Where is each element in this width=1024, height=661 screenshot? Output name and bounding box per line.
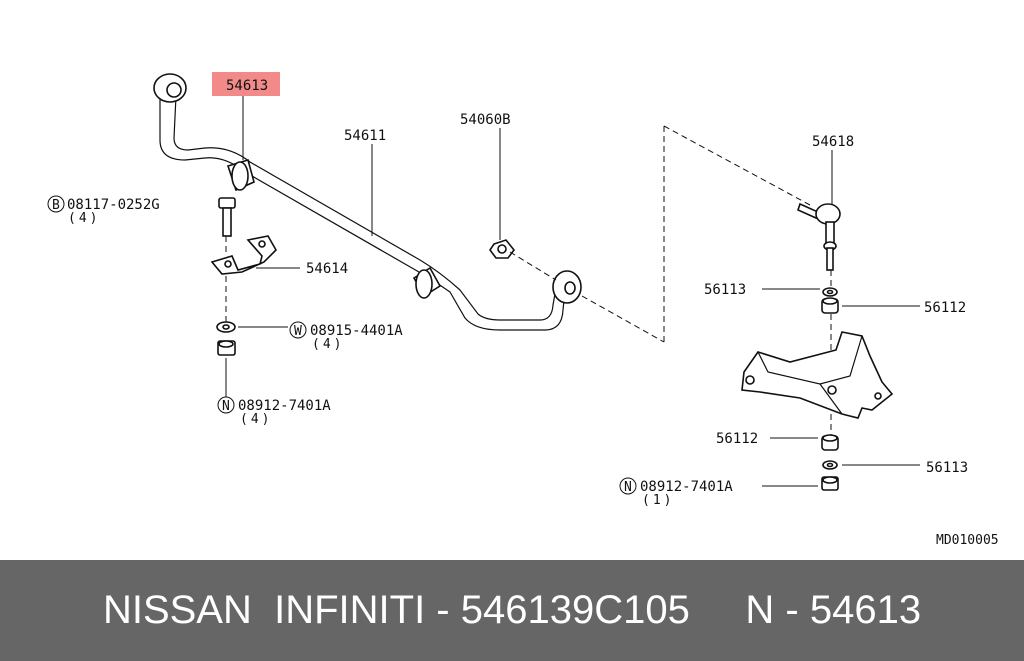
bracket-54614 xyxy=(210,235,277,275)
bushing-56113-top xyxy=(822,287,838,297)
label-54614: 54614 xyxy=(306,261,348,277)
highlight-54613 xyxy=(212,72,280,96)
label-washer-code: 08915-4401A xyxy=(310,323,403,339)
prefix-b-letter: B xyxy=(52,198,60,213)
bushing-54613 xyxy=(226,158,255,192)
label-56112-bottom: 56112 xyxy=(716,431,758,447)
label-nut-qty: (4) xyxy=(240,412,272,427)
label-54060b: 54060B xyxy=(460,112,511,128)
bushing-56112-bottom xyxy=(821,434,839,451)
assembly-dashed-lines xyxy=(225,125,832,436)
label-54613: 54613 xyxy=(226,78,268,94)
footer-bar: NISSAN INFINITI - 546139C105 N - 54613 xyxy=(0,560,1024,661)
leader-lines xyxy=(225,96,920,487)
footer-part-text: NISSAN INFINITI - 546139C105 N - 54613 xyxy=(102,588,922,632)
nut-54060b xyxy=(489,239,516,259)
label-washer-qty: (4) xyxy=(312,337,344,352)
prefix-n-circle xyxy=(217,396,235,414)
prefix-w-letter: W xyxy=(294,324,302,339)
prefix-n-letter: N xyxy=(222,399,230,414)
stabilizer-bar-exploded-diagram: 54613 54611 54060B 54618 B 08117-0252G (… xyxy=(47,72,999,548)
label-56113-top: 56113 xyxy=(704,282,746,298)
diagram-code: MD010005 xyxy=(936,533,999,548)
prefix-w-circle xyxy=(289,321,307,339)
label-nut-code: 08912-7401A xyxy=(238,398,331,414)
label-nut2-code: 08912-7401A xyxy=(640,479,733,495)
label-54618: 54618 xyxy=(812,134,854,150)
label-56112-top: 56112 xyxy=(924,300,966,316)
prefix-b-circle xyxy=(47,195,65,213)
label-bolt-qty: (4) xyxy=(68,211,100,226)
stabilizer-link-54618 xyxy=(797,202,841,271)
prefix-n2-circle xyxy=(619,477,637,495)
bolt-08117 xyxy=(218,197,236,237)
washer-08915 xyxy=(216,321,236,333)
end-bushing-left xyxy=(153,73,187,103)
bushing-middle xyxy=(412,266,442,299)
label-bolt-code: 08117-0252G xyxy=(67,197,160,213)
lower-control-arm xyxy=(741,331,894,419)
label-nut2-qty: (1) xyxy=(642,493,674,508)
label-54611: 54611 xyxy=(344,128,386,144)
nut-08912 xyxy=(217,340,236,356)
prefix-n2-letter: N xyxy=(624,480,632,495)
bushing-56112-top xyxy=(821,297,839,314)
end-bushing-right xyxy=(552,270,582,304)
bushing-56113-bottom xyxy=(822,460,838,470)
label-56113-bottom: 56113 xyxy=(926,460,968,476)
nut-08912-link xyxy=(821,476,839,491)
footer-caption: NISSAN INFINITI - 546139C105 N - 54613 xyxy=(0,560,1024,661)
